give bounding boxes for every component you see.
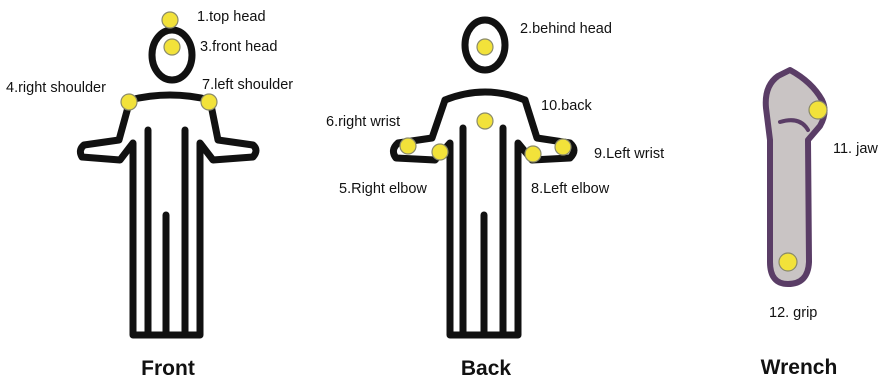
- label-right-wrist: 6.right wrist: [326, 114, 400, 130]
- label-right-shoulder: 4.right shoulder: [6, 80, 106, 96]
- marker-jaw: [809, 101, 827, 119]
- label-left-shoulder: 7.left shoulder: [202, 77, 293, 93]
- marker-left-elbow: [525, 146, 541, 162]
- caption-wrench: Wrench: [761, 356, 838, 379]
- caption-front: Front: [141, 357, 195, 379]
- caption-back: Back: [461, 357, 512, 379]
- label-back: 10.back: [541, 98, 593, 114]
- label-behind-head: 2.behind head: [520, 21, 612, 37]
- label-jaw: 11. jaw: [833, 141, 878, 157]
- label-left-elbow: 8.Left elbow: [531, 181, 610, 197]
- marker-back: [477, 113, 493, 129]
- label-left-wrist: 9.Left wrist: [594, 146, 664, 162]
- back-shoulders: [445, 92, 525, 100]
- marker-grip: [779, 253, 797, 271]
- label-top-head: 1.top head: [197, 9, 266, 25]
- label-right-elbow: 5.Right elbow: [339, 181, 427, 197]
- marker-top-head: [162, 12, 178, 28]
- front-shoulders: [130, 95, 210, 100]
- marker-right-shoulder: [121, 94, 137, 110]
- marker-right-wrist: [400, 138, 416, 154]
- marker-front-head: [164, 39, 180, 55]
- label-grip: 12. grip: [769, 305, 817, 321]
- label-front-head: 3.front head: [200, 39, 277, 55]
- marker-left-shoulder: [201, 94, 217, 110]
- front-figure: [80, 30, 256, 335]
- marker-left-wrist: [555, 139, 571, 155]
- marker-right-elbow: [432, 144, 448, 160]
- back-figure: [393, 20, 574, 335]
- marker-behind-head: [477, 39, 493, 55]
